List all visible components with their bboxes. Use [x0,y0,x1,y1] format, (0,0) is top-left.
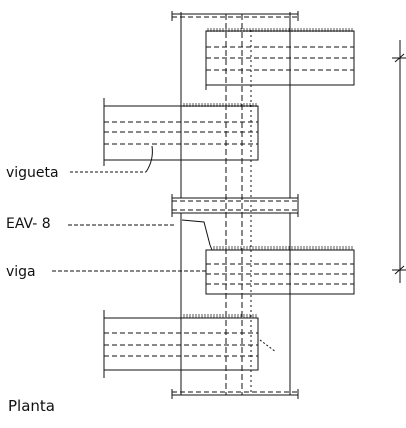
bottom-plate [172,389,298,399]
column-outline [181,12,290,395]
top-plate [172,11,298,21]
dimension-line [392,40,406,283]
label-leaders [52,146,206,271]
label-vigueta: vigueta [6,165,59,181]
middle-plates [172,194,298,217]
beam-lower-right [182,220,354,294]
caption-planta: Planta [8,397,55,415]
label-eav: EAV- 8 [6,216,51,232]
joist-lower-left [104,310,276,378]
joist-left [104,98,258,166]
label-viga: viga [6,264,36,280]
beam-upper-right [206,28,354,90]
